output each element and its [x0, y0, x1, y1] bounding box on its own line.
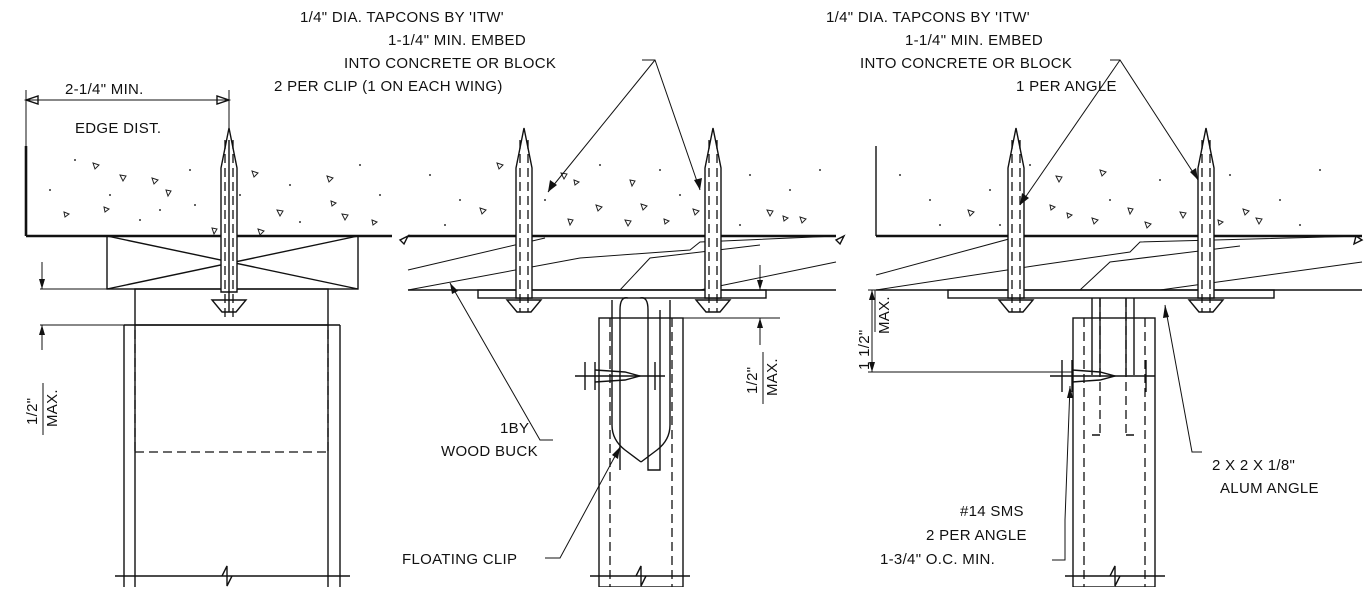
right-alum-angles [947, 289, 1275, 375]
right-sms-leader [1052, 385, 1073, 561]
middle-detail: 1/2" MAX. 1/4" DIA. TAPCONS BY 'ITW' 1-1… [274, 9, 846, 588]
left-concrete-slab [24, 146, 392, 238]
left-tapcon-anchor [210, 127, 248, 318]
right-note-line1: 1/4" DIA. TAPCONS BY 'ITW' [826, 9, 1030, 26]
right-tapcon-right [1187, 127, 1225, 313]
right-gap-dimension: 1 1/2" MAX. [856, 289, 1073, 373]
mid-buck-line2: WOOD BUCK [441, 443, 538, 460]
left-frame [115, 288, 350, 587]
mid-note-line1: 1/4" DIA. TAPCONS BY 'ITW' [300, 9, 504, 26]
right-sms-line1: #14 SMS [960, 503, 1024, 520]
mid-concrete-slab [398, 162, 846, 246]
right-wood-buck [875, 235, 1363, 291]
right-detail: 1 1/2" MAX. 1/4" DIA. TAPCONS BY 'ITW' 1… [826, 9, 1364, 588]
left-gap-den: MAX. [44, 389, 61, 427]
right-gap-num: 1 1/2" [856, 330, 873, 371]
right-angle-line2: ALUM ANGLE [1220, 480, 1319, 497]
right-frame [1050, 298, 1165, 588]
right-note-line3: INTO CONCRETE OR BLOCK [860, 55, 1072, 72]
mid-clip-leader [545, 446, 621, 559]
right-tapcon-left [997, 127, 1035, 313]
right-sms-line2: 2 PER ANGLE [926, 527, 1027, 544]
mid-note-line3: INTO CONCRETE OR BLOCK [344, 55, 556, 72]
left-edge-dimension: 2-1/4" MIN. EDGE DIST. [23, 81, 232, 146]
mid-buck-leader [449, 282, 553, 441]
right-tapcon-leaders [1019, 59, 1199, 206]
left-edge-dim-text: 2-1/4" MIN. [65, 81, 144, 98]
mid-note-line2: 1-1/4" MIN. EMBED [388, 32, 526, 49]
left-gap-dimension: 1/2" MAX. [24, 262, 124, 435]
mid-clip-label: FLOATING CLIP [402, 551, 517, 568]
right-frame-sms [1050, 360, 1155, 392]
right-note-line4: 1 PER ANGLE [1016, 78, 1117, 95]
right-angle-line1: 2 X 2 X 1/8" [1212, 457, 1295, 474]
right-concrete-slab [875, 146, 1364, 246]
left-edge-dist-label: EDGE DIST. [75, 120, 161, 137]
mid-tapcon-leaders [547, 59, 702, 193]
mid-gap-num: 1/2" [744, 367, 761, 394]
mid-buck-line1: 1BY [500, 420, 529, 437]
right-gap-den: MAX. [876, 296, 893, 334]
mid-tapcon-right [694, 127, 732, 313]
mid-gap-den: MAX. [764, 358, 781, 396]
mid-gap-dimension: 1/2" MAX. [683, 265, 836, 404]
right-angle-leader [1163, 304, 1202, 453]
right-note-line2: 1-1/4" MIN. EMBED [905, 32, 1043, 49]
mid-wood-buck [407, 235, 837, 291]
left-detail: 2-1/4" MIN. EDGE DIST. 1/2" MAX. [23, 81, 392, 587]
mid-note-line4: 2 PER CLIP (1 ON EACH WING) [274, 78, 503, 95]
right-sms-line3: 1-3/4" O.C. MIN. [880, 551, 995, 568]
mid-clip-plate [477, 289, 767, 471]
mid-frame-screw [575, 362, 665, 390]
mid-tapcon-left [505, 127, 543, 313]
mid-frame [575, 300, 690, 588]
left-gap-num: 1/2" [24, 398, 41, 425]
